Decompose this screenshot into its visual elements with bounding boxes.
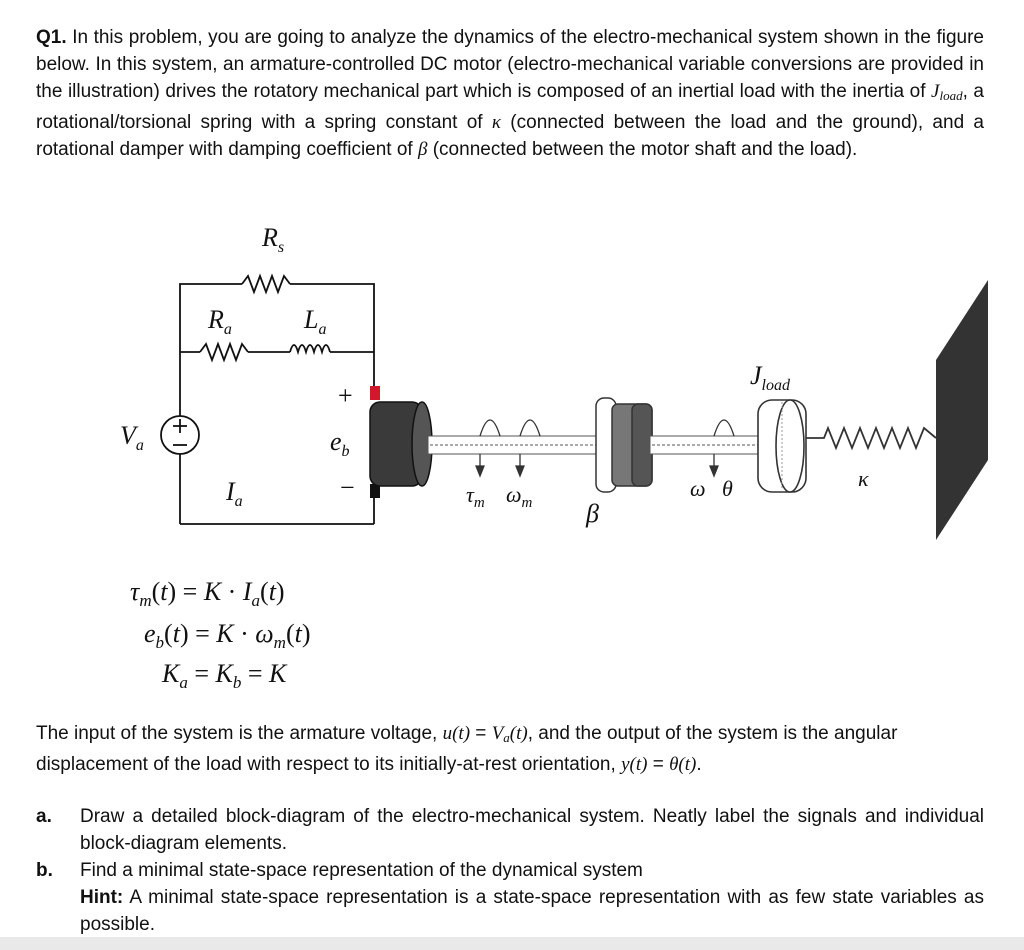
question-intro: Q1. In this problem, you are going to an… [36, 24, 984, 163]
hint-label: Hint: [80, 887, 124, 908]
equation-2: eb(t) = K · ωm(t) [144, 619, 311, 652]
label-la: La [303, 305, 326, 338]
rs-resistor [241, 273, 291, 295]
item-text-b: Find a minimal state-space representatio… [80, 860, 643, 881]
label-beta: β [585, 499, 599, 528]
ra-resistor [199, 341, 249, 363]
item-marker-b: b. [36, 860, 53, 881]
label-kappa: κ [858, 466, 869, 491]
label-tau-m: τm [466, 482, 485, 511]
io-description: The input of the system is the armature … [36, 723, 898, 775]
intro-text-4: (connected between the motor shaft and t… [427, 139, 858, 160]
shaft-rotation-arrows [475, 419, 541, 478]
motor-red-terminal [370, 386, 380, 400]
torsional-spring [806, 425, 937, 451]
intro-text-1: In this problem, you are going to analyz… [36, 27, 985, 102]
question-label: Q1. [36, 27, 67, 48]
item-body-b: Find a minimal state-space representatio… [80, 857, 984, 938]
label-omega: ω [690, 476, 706, 501]
equation-1: τm(t) = K · Ia(t) [130, 577, 285, 610]
jload-symbol: Jload [931, 81, 963, 103]
motor-black-terminal [370, 484, 380, 498]
intro-text-3: (connected between the load and the grou… [36, 112, 985, 160]
label-theta: θ [722, 476, 733, 501]
ground-wall [936, 280, 988, 540]
beta-symbol: β [417, 139, 428, 160]
label-ia: Ia [225, 477, 243, 510]
label-va: Va [120, 421, 144, 454]
item-marker-a: a. [36, 806, 52, 827]
label-ra: Ra [207, 305, 232, 338]
equation-3: Ka = Kb = K [161, 659, 288, 692]
label-rs: Rs [261, 223, 284, 256]
load-rotation-arrow [709, 419, 735, 478]
label-jload: Jload [750, 361, 791, 394]
la-inductor [289, 344, 331, 356]
label-plus: + [338, 381, 353, 410]
label-minus: − [340, 473, 355, 502]
kappa-symbol: κ [491, 112, 501, 133]
hint-text: A minimal state-space representation is … [80, 887, 984, 935]
intro-text-2: , a rotational/torsional spring with a s… [36, 81, 984, 133]
system-figure: Rs Ra La Va Ia + eb − τm ωm β ω θ Jload … [120, 223, 988, 692]
armature-circuit [160, 273, 375, 525]
label-omega-m: ωm [506, 482, 533, 511]
bottom-shade [0, 937, 1024, 950]
item-text-a: Draw a detailed block-diagram of the ele… [80, 806, 984, 854]
label-eb: eb [330, 427, 350, 460]
motor-shaft [427, 435, 599, 455]
